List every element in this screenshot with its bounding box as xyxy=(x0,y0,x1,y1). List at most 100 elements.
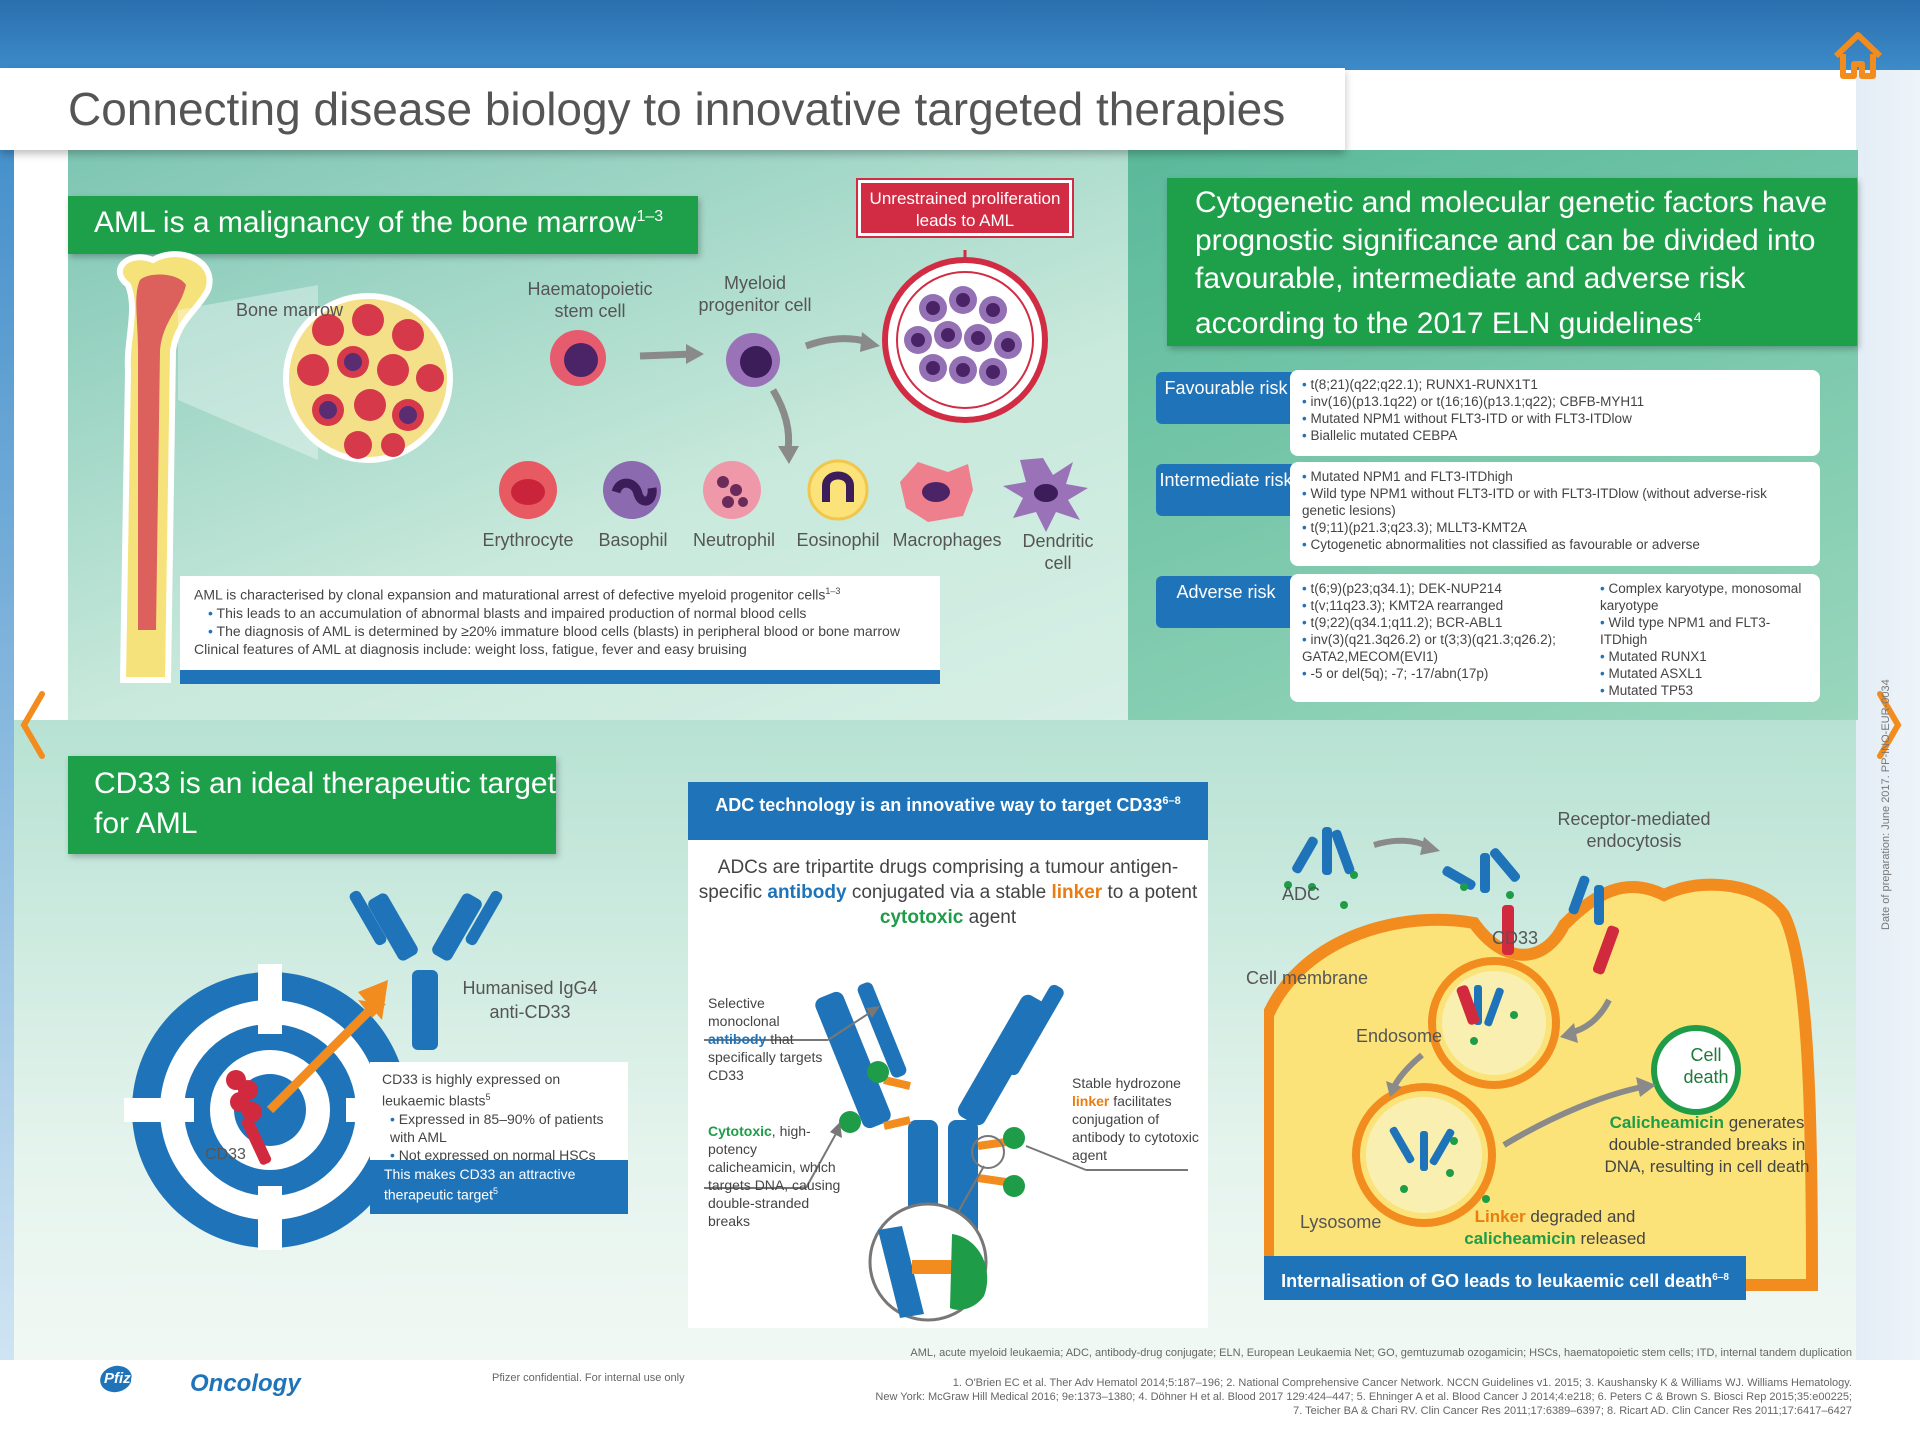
eosinophil-label: Eosinophil xyxy=(796,530,880,550)
lysosome-label: Lysosome xyxy=(1300,1212,1382,1232)
linker-release-text: Linker degraded and calicheamicin releas… xyxy=(1450,1206,1660,1250)
cell-death-icon xyxy=(1651,1025,1741,1115)
ann-linker: linker xyxy=(1072,1093,1110,1109)
calicheamicin-text: Calicheamicin generates double-stranded … xyxy=(1592,1112,1822,1178)
linker-key: Linker xyxy=(1474,1207,1526,1226)
reference-line: 1. O'Brien EC et al. Ther Adv Hematol 20… xyxy=(952,1377,1852,1389)
adc-heading-text: ADC technology is an innovative way to t… xyxy=(715,795,1163,815)
basophil-label: Basophil xyxy=(598,530,668,550)
cytogenetics-heading: Cytogenetic and molecular genetic factor… xyxy=(1167,178,1857,346)
adc-desc-antibody: antibody xyxy=(767,882,847,903)
oncology-brand: Oncology xyxy=(190,1370,301,1397)
cytotoxic-icon xyxy=(839,1061,1025,1197)
cytogenetics-heading-sup: 4 xyxy=(1693,309,1702,325)
risk-item: Cytogenetic abnormalities not classified… xyxy=(1310,537,1700,552)
risk-item: Complex karyotype, monosomal karyotype xyxy=(1600,581,1802,613)
risk-item: Mutated RUNX1 xyxy=(1608,649,1707,664)
ann-text: that specifically targets CD33 xyxy=(708,1031,823,1083)
top-banner xyxy=(0,0,1920,70)
eosinophil-icon xyxy=(807,459,869,521)
cd33-box-footer-text: This makes CD33 an attractive therapeuti… xyxy=(384,1166,576,1203)
adc-illustration xyxy=(704,982,1188,1322)
bone-marrow-magnified xyxy=(283,293,453,463)
dendritic-label: Dendritic cell xyxy=(1022,531,1094,573)
ann-text: , high-potency calicheamicin, which targ… xyxy=(708,1123,841,1229)
risk-item: Mutated NPM1 and FLT3-ITDhigh xyxy=(1310,469,1513,484)
cd33-info-box: CD33 is highly expressed on leukaemic bl… xyxy=(370,1062,628,1214)
risk-item: Mutated TP53 xyxy=(1608,683,1694,698)
erythrocyte-label: Erythrocyte xyxy=(482,530,574,550)
proliferation-callout: Unrestrained proliferation leads to AML xyxy=(858,180,1072,236)
mechanism-illustration xyxy=(1264,827,1819,1291)
adc-desc-linker: linker xyxy=(1051,882,1103,903)
risk-item: t(8;21)(q22;q22.1); RUNX1-RUNX1T1 xyxy=(1310,377,1538,392)
references: 1. O'Brien EC et al. Ther Adv Hematol 20… xyxy=(780,1376,1852,1418)
bone-marrow-label: Bone marrow xyxy=(236,300,344,320)
endosome-icon xyxy=(1428,957,1560,1089)
basophil-icon xyxy=(603,461,661,519)
aml-cells-circle xyxy=(882,250,1048,423)
adc-desc-text: agent xyxy=(968,907,1017,928)
aml-info-box: AML is characterised by clonal expansion… xyxy=(180,576,940,684)
cd33-heading: CD33 is an ideal therapeutic target for … xyxy=(68,756,556,854)
home-icon[interactable] xyxy=(1832,30,1884,80)
bone-icon xyxy=(117,251,213,683)
adc-annotation-linker: Stable hydrozone linker facilitates conj… xyxy=(1072,1074,1202,1164)
ann-cytotoxic: Cytotoxic xyxy=(708,1123,772,1139)
aml-heading: AML is a malignancy of the bone marrow1–… xyxy=(68,196,698,254)
confidential-note: Pfizer confidential. For internal use on… xyxy=(492,1372,685,1384)
risk-item: t(v;11q23.3); KMT2A rearranged xyxy=(1310,598,1504,613)
risk-item: Mutated ASXL1 xyxy=(1608,666,1703,681)
adc-desc-text: to a potent xyxy=(1107,882,1198,903)
intermediate-risk-box: • Mutated NPM1 and FLT3-ITDhigh • Wild t… xyxy=(1290,462,1820,566)
risk-item: Biallelic mutated CEBPA xyxy=(1310,428,1458,443)
left-edge xyxy=(0,70,14,1360)
aml-info-clinical: Clinical features of AML at diagnosis in… xyxy=(194,640,747,657)
internalisation-text: Internalisation of GO leads to leukaemic… xyxy=(1281,1271,1713,1291)
cd33-box-main: CD33 is highly expressed on leukaemic bl… xyxy=(382,1071,561,1109)
antibody-label: Humanised IgG4 anti-CD33 xyxy=(462,978,598,1022)
calicheamicin-post: generates double-stranded breaks in DNA,… xyxy=(1604,1113,1810,1176)
aml-info-main: AML is characterised by clonal expansion… xyxy=(194,586,826,603)
next-arrow-icon[interactable] xyxy=(1874,690,1904,760)
previous-arrow-icon[interactable] xyxy=(18,690,48,760)
internalisation-sup: 6–8 xyxy=(1712,1272,1729,1283)
aml-info-bullet: The diagnosis of AML is determined by ≥2… xyxy=(216,622,900,639)
cell-death-label: Cell death xyxy=(1683,1045,1729,1087)
adverse-risk-label: Adverse risk xyxy=(1156,576,1296,628)
aml-info-sup: 1–3 xyxy=(825,586,841,596)
linker-post: released xyxy=(1580,1229,1646,1248)
adc-heading: ADC technology is an innovative way to t… xyxy=(688,782,1208,840)
endosome-label: Endosome xyxy=(1356,1026,1443,1046)
intermediate-risk-label: Intermediate risk xyxy=(1156,464,1296,516)
antibody-icon xyxy=(349,890,503,1050)
aml-heading-sup: 1–3 xyxy=(636,208,664,225)
cd33-box-bullet: Expressed in 85–90% of patients with AML xyxy=(390,1110,604,1145)
cytogenetics-heading-text: Cytogenetic and molecular genetic factor… xyxy=(1195,186,1828,340)
hsc-label: Haematopoietic stem cell xyxy=(527,279,653,321)
abbreviations: AML, acute myeloid leukaemia; ADC, antib… xyxy=(910,1347,1852,1359)
linker-calicheamicin: calicheamicin xyxy=(1464,1229,1576,1248)
aml-heading-text: AML is a malignancy of the bone marrow xyxy=(94,206,637,239)
receptor-label: Receptor-mediated endocytosis xyxy=(1557,809,1711,851)
risk-item: -5 or del(5q); -7; -17/abn(17p) xyxy=(1310,666,1489,681)
cd33-box-bullet: Not expressed on normal HSCs xyxy=(398,1146,596,1163)
linker-zoom-icon xyxy=(868,1202,988,1322)
adc-antibody-icon xyxy=(815,982,1064,1240)
risk-item: inv(3)(q21.3q26.2) or t(3;3)(q21.3;q26.2… xyxy=(1302,632,1556,664)
adc-annotation-antibody: Selective monoclonal antibody that speci… xyxy=(708,994,838,1084)
macrophage-icon xyxy=(900,462,973,522)
reference-line: New York: McGraw Hill Medical 2016; 9e:1… xyxy=(875,1391,1852,1403)
ann-antibody: antibody xyxy=(708,1031,767,1047)
myeloid-label: Myeloid progenitor cell xyxy=(698,273,812,315)
favourable-risk-box: • t(8;21)(q22;q22.1); RUNX1-RUNX1T1 • in… xyxy=(1290,370,1820,456)
title-bar xyxy=(0,68,1345,150)
ann-text: facilitates conjugation of antibody to c… xyxy=(1072,1093,1199,1163)
adverse-risk-box: • t(6;9)(p23;q34.1); DEK-NUP214 • t(v;11… xyxy=(1290,574,1820,702)
dendritic-cell-icon xyxy=(1003,458,1088,532)
cd33-receptor-icon xyxy=(226,1070,272,1165)
erythrocyte-icon xyxy=(499,461,557,519)
adc-desc-text: conjugated via a stable xyxy=(851,882,1047,903)
adc-desc-cytotoxic: cytotoxic xyxy=(879,907,964,928)
adc-heading-sup: 6–8 xyxy=(1162,795,1181,807)
